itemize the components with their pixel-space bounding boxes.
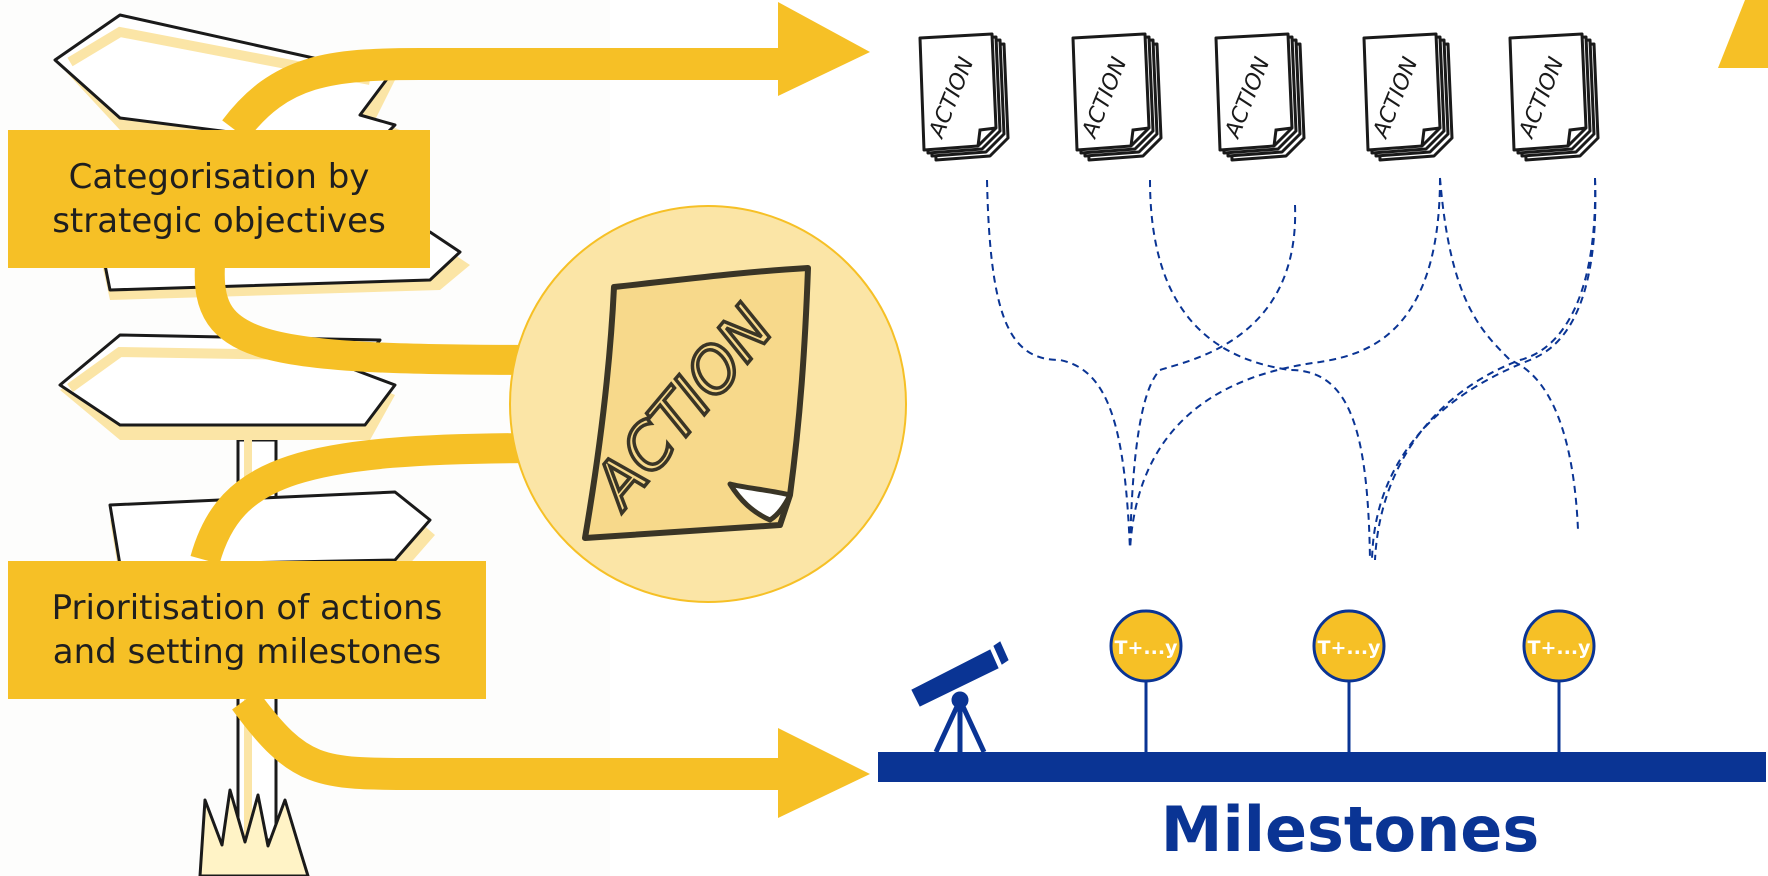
milestone-label: T+...y [1115,637,1179,659]
telescope-icon [911,641,1009,754]
milestone-timeline: T+...y T+...y T+...y [878,609,1766,782]
prioritisation-line-2: and setting milestones [52,632,442,672]
milestone-pin-icon: T+...y [1312,609,1386,752]
categorisation-label: Categorisation by strategic objectives [8,130,430,268]
action-stack-5: ACTION [1508,32,1600,162]
prioritisation-label: Prioritisation of actions and setting mi… [8,561,486,699]
action-stack-4: ACTION [1362,32,1454,162]
categorisation-line-1: Categorisation by [68,157,370,197]
action-stack-1: ACTION [918,32,1010,162]
action-stacks: ACTION ACTION ACTION ACTION [918,32,1600,162]
milestones-title: Milestones [1160,793,1540,866]
categorisation-line-2: strategic objectives [52,201,386,241]
milestone-label: T+...y [1528,637,1592,659]
action-stack-2: ACTION [1071,32,1163,162]
action-document-icon [582,265,811,541]
milestone-label: T+...y [1318,637,1382,659]
milestone-pin-icon: T+...y [1109,609,1183,752]
corner-arrowhead [1718,0,1768,68]
milestone-pin-icon: T+...y [1522,609,1596,752]
arrow-icon [190,2,870,818]
prioritisation-line-1: Prioritisation of actions [51,588,443,628]
timeline-bar [878,752,1766,782]
action-stack-3: ACTION [1214,32,1306,162]
action-circle: ACTION [509,205,907,603]
dashed-connectors [986,177,1597,561]
